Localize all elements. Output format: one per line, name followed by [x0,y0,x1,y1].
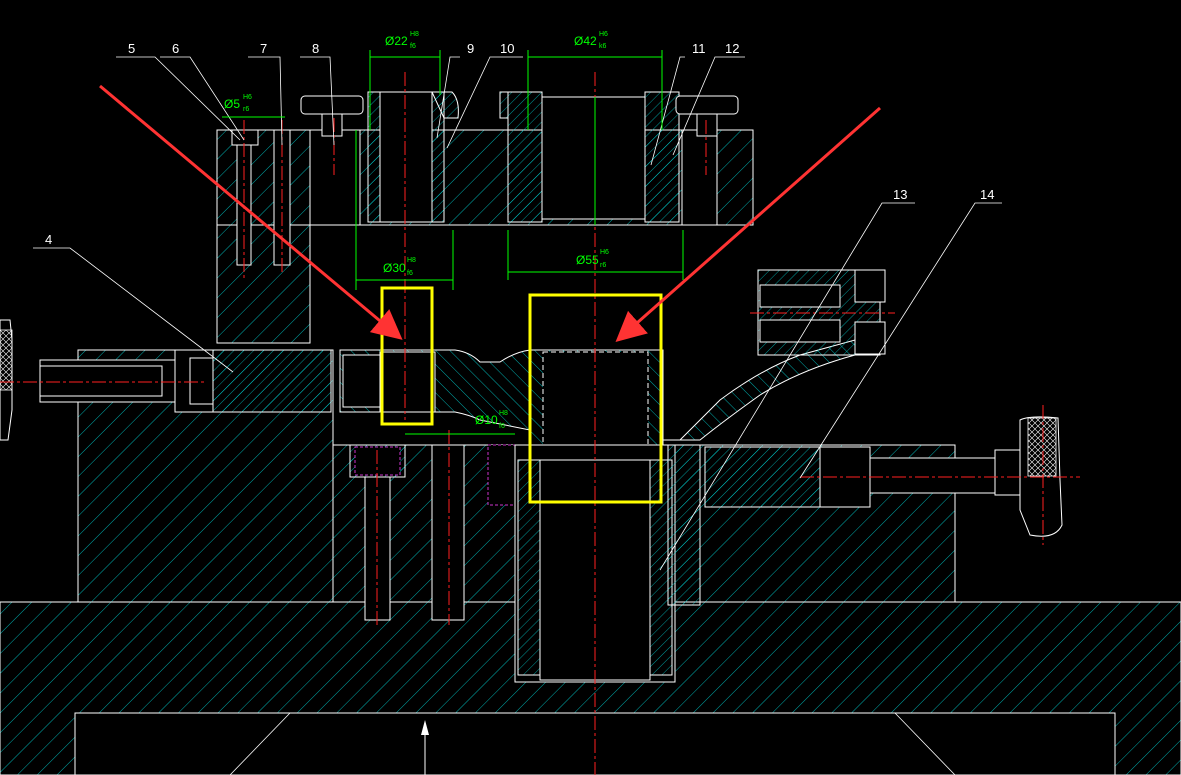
svg-text:Ø22: Ø22 [385,34,408,48]
part-label-12: 12 [725,41,739,56]
svg-text:Ø10: Ø10 [475,413,498,427]
part-labels: 5 6 7 8 9 10 11 12 4 13 14 [45,41,994,247]
dimension-d10: Ø10 H8 f6 [475,410,508,430]
part-label-13: 13 [893,187,907,202]
svg-text:f6: f6 [410,43,416,50]
part-label-14: 14 [980,187,994,202]
part-label-6: 6 [172,41,179,56]
part-label-4: 4 [45,232,52,247]
dimension-d22: Ø22 H8 f6 [385,31,419,50]
svg-text:Ø42: Ø42 [574,34,597,48]
svg-text:H6: H6 [243,94,252,101]
dimension-texts: Ø22 H8 f6 Ø42 H6 k6 Ø5 H6 r6 Ø30 H8 f6 Ø… [224,31,609,430]
svg-text:H8: H8 [407,257,416,264]
part-label-8: 8 [312,41,319,56]
dimension-lines [222,50,684,435]
dimension-d5: Ø5 H6 r6 [224,94,252,113]
left-clamp-jaw [174,349,332,413]
svg-text:r6: r6 [600,262,606,269]
svg-text:Ø30: Ø30 [383,261,406,275]
svg-text:H8: H8 [410,31,419,38]
part-label-9: 9 [467,41,474,56]
svg-text:H6: H6 [600,249,609,256]
svg-text:Ø55: Ø55 [576,253,599,267]
left-knob [0,319,13,441]
highlight-box-large-hole [528,293,663,504]
svg-text:H8: H8 [499,410,508,417]
dimension-d30: Ø30 H8 f6 [383,257,416,277]
part-label-11: 11 [692,41,706,56]
part-label-7: 7 [260,41,267,56]
right-support-block [699,416,1063,603]
red-arrow-right [615,106,881,342]
annotation-arrows [99,84,881,342]
part-label-5: 5 [128,41,135,56]
drill-plate [216,91,754,344]
svg-text:f6: f6 [407,270,413,277]
svg-text:H6: H6 [599,31,608,38]
leader-lines [33,56,1002,571]
svg-text:f6: f6 [499,423,505,430]
svg-text:r6: r6 [243,106,249,113]
dimension-d42: Ø42 H6 k6 [574,31,608,50]
highlight-box-small-hole [380,286,434,426]
part-label-10: 10 [500,41,514,56]
red-arrow-left [99,84,403,340]
dimension-d55: Ø55 H6 r6 [576,249,609,269]
svg-text:k6: k6 [599,43,607,50]
svg-text:Ø5: Ø5 [224,97,240,111]
highlight-boxes [380,286,663,504]
